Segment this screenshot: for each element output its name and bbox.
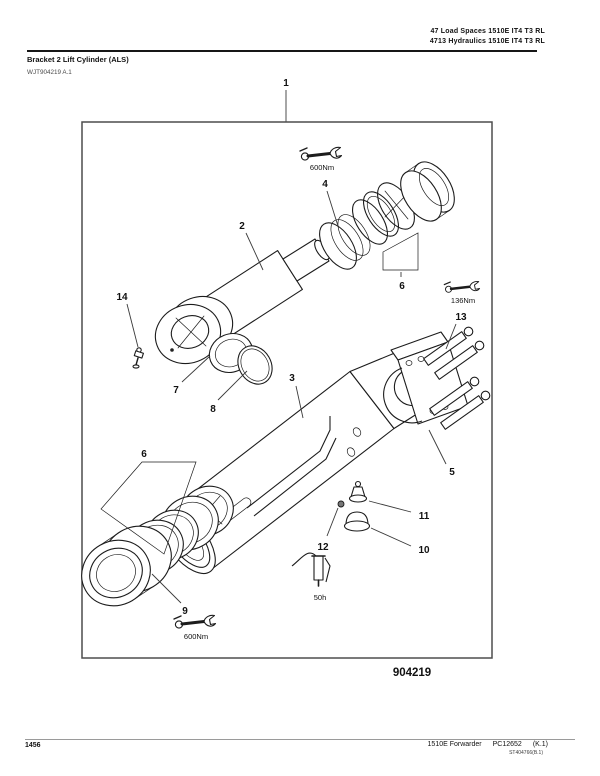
part-14-grease-fitting	[132, 347, 144, 369]
torque-wrench-icon-right	[443, 280, 481, 294]
callout-13: 13	[455, 312, 467, 323]
callout-10: 10	[418, 545, 430, 556]
doc-reference: WJT904219 A.1	[27, 69, 72, 76]
callout-1: 1	[283, 78, 289, 89]
grease-hole	[170, 348, 174, 352]
footer-page-number: 1456	[25, 742, 41, 749]
callout-7: 7	[173, 385, 179, 396]
seal-kit-outline-top	[382, 232, 419, 271]
seal-kit-outline-bottom	[100, 461, 197, 555]
callout-8: 8	[210, 404, 216, 415]
footer-sheet-ref: ST404766(B.1)	[509, 750, 543, 756]
callout-4: 4	[322, 179, 328, 190]
part-10-cap	[343, 511, 371, 532]
figure-number: 904219	[393, 667, 431, 679]
torque-label-top: 600Nm	[310, 163, 334, 172]
footer-right: 1510E Forwarder PC12652 (K.1)	[428, 741, 548, 748]
torque-wrench-icon-bottom	[172, 613, 217, 630]
callout-12: 12	[317, 542, 329, 553]
service-interval-label: 50h	[314, 593, 327, 602]
footer-doc-title: 1510E Forwarder	[427, 741, 482, 748]
footer-rule	[25, 739, 575, 740]
header-section-line1: 47 Load Spaces 1510E IT4 T3 RL	[430, 28, 545, 35]
torque-wrench-icon-top	[298, 145, 343, 162]
callout-6-bottom: 6	[141, 449, 147, 460]
part-11-grease-fitting	[348, 480, 368, 503]
seal-ring	[363, 191, 399, 237]
callout-6-top: 6	[399, 281, 405, 292]
barrel-guard	[246, 416, 331, 509]
footer-revision: (K.1)	[532, 741, 548, 748]
footer-catalog-number: PC12652	[492, 741, 522, 748]
part-13-bolts	[423, 326, 491, 430]
rod-assembly: 600Nm 4 2 14 7 8 6	[116, 145, 455, 415]
header: 47 Load Spaces 1510E IT4 T3 RL 4713 Hydr…	[430, 27, 545, 47]
part-12-ball	[337, 500, 345, 508]
torque-label-bottom: 600Nm	[184, 632, 208, 641]
exploded-diagram: 1	[81, 78, 493, 679]
callout-3: 3	[289, 373, 295, 384]
callout-11: 11	[419, 511, 430, 522]
seal-stack	[81, 485, 234, 607]
callout-5: 5	[449, 467, 455, 478]
header-rule	[27, 50, 537, 52]
seal-ring	[352, 199, 388, 245]
part-8-seal-disc	[237, 345, 273, 385]
figure-frame	[81, 121, 493, 659]
barrel-assembly: 50h 136Nm 600Nm 3 5 13 6 9 11 10 12	[81, 280, 491, 641]
callout-14: 14	[116, 292, 128, 303]
callout-2: 2	[239, 221, 245, 232]
torque-label-right: 136Nm	[451, 296, 475, 305]
header-section-line2: 4713 Hydraulics 1510E IT4 T3 RL	[429, 38, 545, 45]
grease-gun-icon	[291, 552, 331, 587]
page-title: Bracket 2 Lift Cylinder (ALS)	[27, 55, 129, 64]
callout-9: 9	[182, 606, 188, 617]
